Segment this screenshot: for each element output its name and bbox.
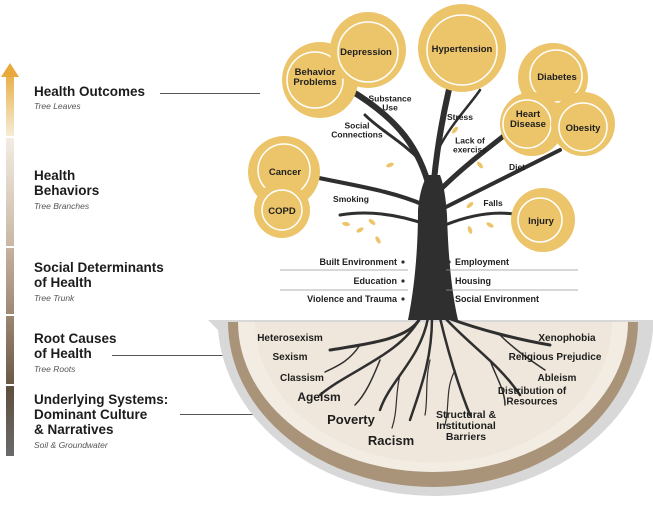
root-classism: Classism [280, 373, 324, 384]
determinant-built-environment: Built Environment [319, 257, 397, 267]
determinant-employment: Employment [455, 257, 509, 267]
level-bar-determinants [6, 248, 14, 314]
level-subtitle-roots: Tree Roots [34, 364, 76, 374]
level-bar-roots [6, 316, 14, 384]
tree-branches [303, 52, 562, 227]
root-poverty: Poverty [327, 412, 375, 427]
root-sexism: Sexism [272, 352, 307, 363]
tree-trunk [408, 175, 458, 320]
behavior-stress: Stress [447, 112, 473, 122]
level-title-systems: Underlying Systems: Dominant Culture & N… [34, 392, 169, 437]
root-xenophobia: Xenophobia [538, 333, 596, 344]
level-subtitle-systems: Soil & Groundwater [34, 440, 108, 450]
behavior-falls: Falls [483, 198, 503, 208]
outcome-cancer: Cancer [269, 167, 302, 178]
leader-line-roots [112, 355, 262, 356]
level-title-determinants: Social Determinants of Health [34, 260, 164, 290]
root-heterosexism: Heterosexism [257, 333, 323, 344]
level-bar-systems [6, 386, 14, 456]
root-racism: Racism [368, 433, 414, 448]
outcome-depression: Depression [340, 47, 392, 58]
determinant-housing: Housing [455, 276, 491, 286]
outcome-diabetes: Diabetes [537, 72, 577, 83]
root-ageism: Ageism [297, 390, 340, 404]
level-subtitle-outcomes: Tree Leaves [34, 101, 81, 111]
level-title-outcomes: Health Outcomes [34, 84, 146, 99]
level-title-behaviors: Health Behaviors [34, 168, 100, 198]
determinant-violence-trauma: Violence and Trauma [307, 294, 398, 304]
root-ableism: Ableism [538, 373, 577, 384]
leader-line-systems [180, 414, 260, 415]
outcome-copd: COPD [268, 206, 296, 217]
tree-roots [318, 316, 552, 429]
level-title-roots: Root Causes of Health [34, 331, 117, 361]
level-subtitle-behaviors: Tree Branches [34, 201, 90, 211]
determinant-education: Education [353, 276, 397, 286]
leaf-clusters [248, 4, 615, 252]
root-religious-prejudice: Religious Prejudice [509, 352, 602, 363]
level-bar-outcomes [6, 76, 14, 136]
behavior-diet: Diet [509, 162, 525, 172]
behavior-smoking: Smoking [333, 194, 369, 204]
outcome-injury: Injury [528, 216, 555, 227]
up-arrow-icon [1, 63, 19, 77]
outcome-hypertension: Hypertension [432, 44, 493, 55]
level-subtitle-determinants: Tree Trunk [34, 293, 75, 303]
outcome-obesity: Obesity [566, 123, 602, 134]
leader-line-outcomes [160, 93, 260, 94]
level-bar-behaviors [6, 138, 14, 246]
determinant-social-environment: Social Environment [455, 294, 539, 304]
falling-leaves [342, 126, 494, 244]
